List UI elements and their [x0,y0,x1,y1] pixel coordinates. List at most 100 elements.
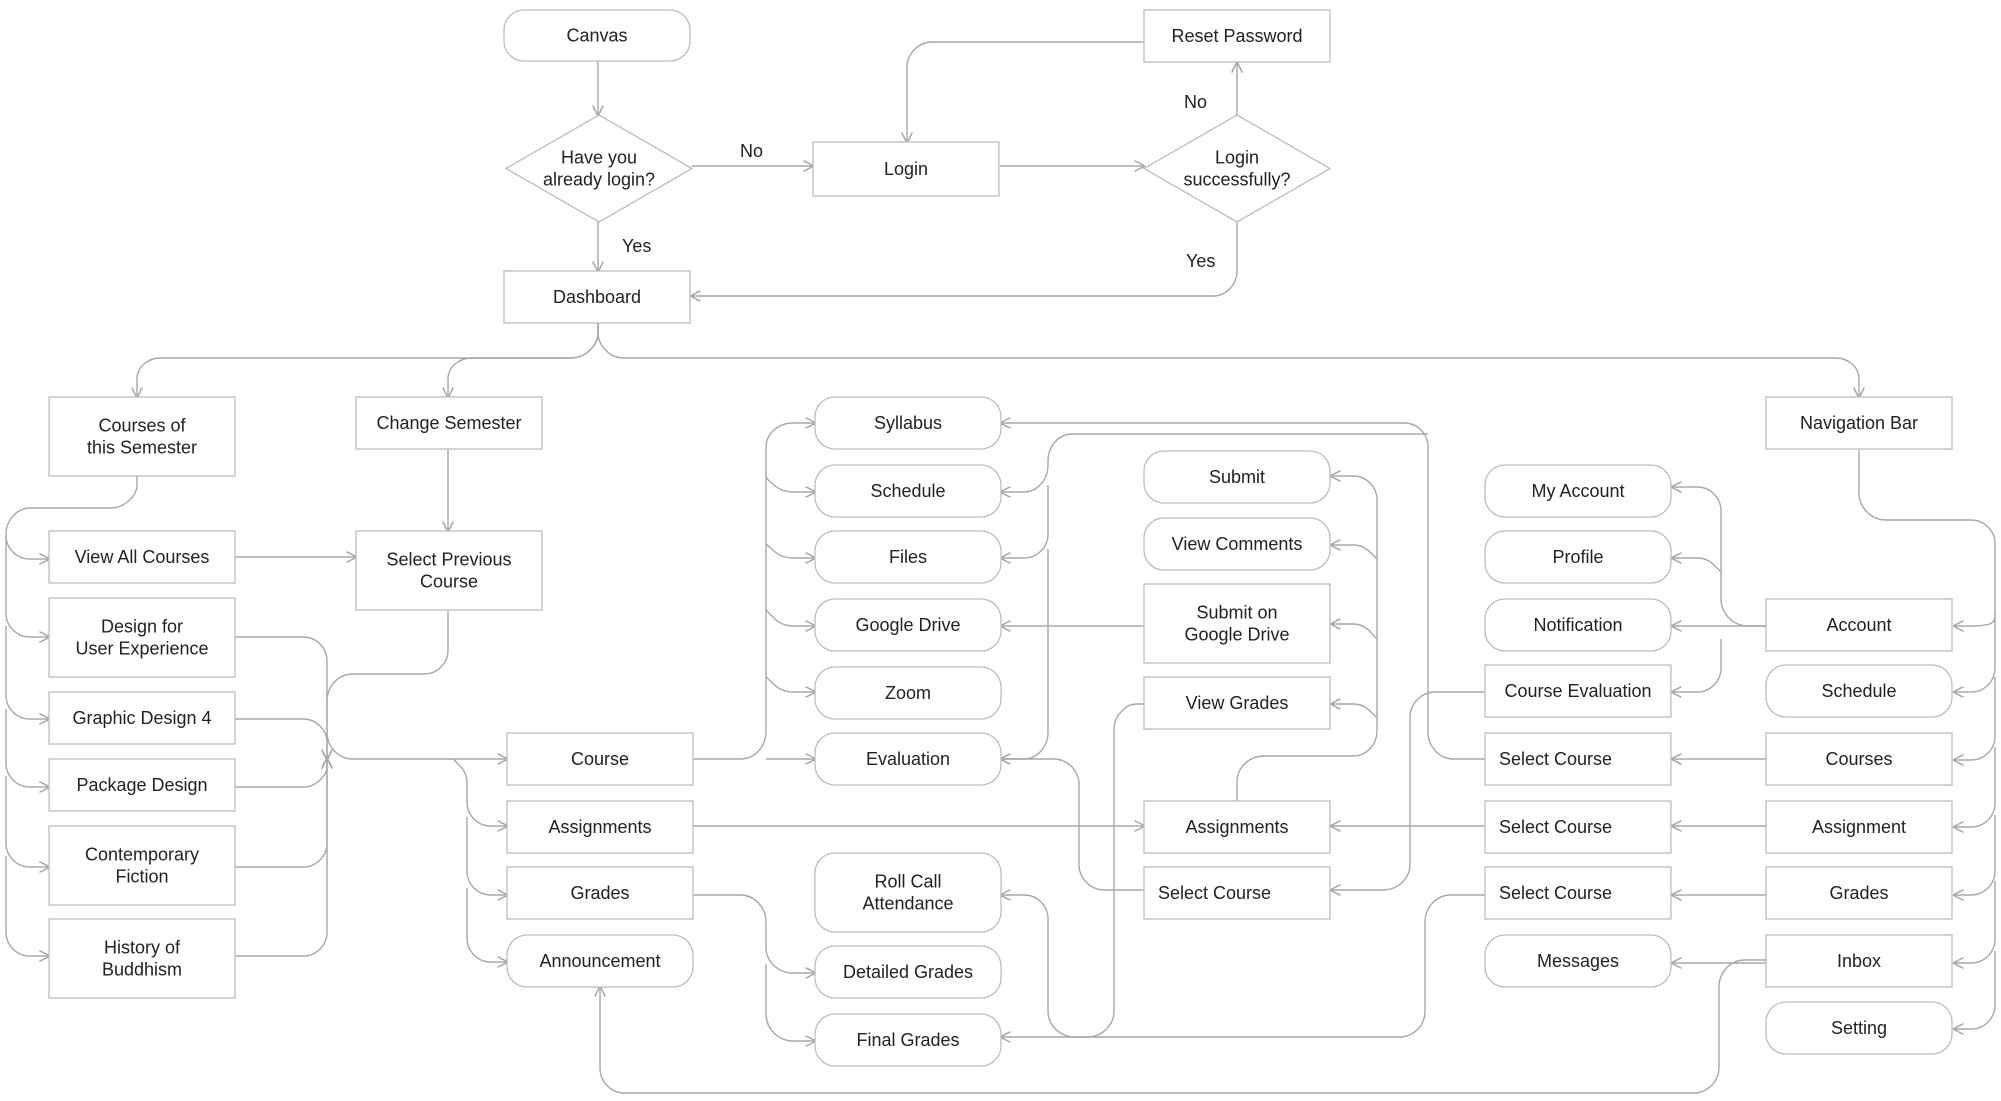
node-assignments: Assignments [506,800,694,854]
node-label: Notification [1533,615,1622,635]
node-label: Final Grades [856,1030,959,1050]
node-label: Grades [1829,883,1888,903]
node-label: Select Course [1499,883,1612,903]
node-dashboard: Dashboard [503,270,691,324]
node-course: Course [506,732,694,786]
edge-label-yes-dashboard: Yes [622,236,651,256]
connector-edge [235,759,327,788]
node-files: Files [814,530,1002,584]
node-label: Inbox [1837,951,1881,971]
node-box [48,918,236,999]
node-navigation-bar: Navigation Bar [1765,396,1953,450]
node-box [1484,732,1672,786]
node-label: Schedule [1821,681,1896,701]
node-label: Setting [1831,1018,1887,1038]
node-select-course-3: Select Course [1484,866,1672,920]
edge-label-no-reset: No [1184,92,1207,112]
connector-edge [600,959,1766,1094]
node-final-grades: Final Grades [814,1013,1002,1067]
connector-edge [1236,476,1378,801]
node-nav-schedule: Schedule [1765,664,1953,718]
node-label: Select Course [1158,883,1271,903]
node-label: Evaluation [866,749,950,769]
connector-edge [691,222,1238,296]
node-zoom: Zoom [814,666,1002,720]
node-label: Messages [1537,951,1619,971]
connector-edge [5,536,49,637]
node-login: Login [812,141,1000,197]
node-box [506,732,694,786]
edge-labels: No Yes No Yes [622,92,1215,271]
node-reset-password: Reset Password [1143,9,1331,63]
rounded-node-box [814,852,1002,933]
connector-edge [235,718,327,759]
rounded-node-box [1484,934,1672,988]
node-messages: Messages [1484,934,1672,988]
node-box [1484,664,1672,718]
rounded-node-box [814,530,1002,584]
rounded-node-box [814,945,1002,999]
node-box [1143,583,1331,664]
node-select-course-1: Select Course [1484,732,1672,786]
node-box [506,866,694,920]
node-nav-grades: Grades [1765,866,1953,920]
node-submit: Submit [1143,450,1331,504]
connector-edge [137,323,599,397]
rounded-node-box [503,9,691,62]
decision-diamond [504,114,694,223]
connector-edge [765,964,815,1041]
node-label: Assignments [548,817,651,837]
node-nav-courses: Courses [1765,732,1953,786]
rounded-node-box [814,396,1002,450]
edge-label-yes-success: Yes [1186,251,1215,271]
node-label: Change Semester [376,413,521,433]
node-label: Canvas [566,26,627,46]
rounded-node-box [1143,450,1331,504]
rounded-node-box [1765,1001,1953,1055]
color-bars-layer [226,598,1671,998]
connector-edge [1001,423,1485,760]
node-label: Graphic Design 4 [72,708,211,728]
rounded-node-box [1143,517,1331,571]
connector-edge [1954,747,1996,827]
connector-edge [5,709,49,787]
node-box [1765,598,1953,652]
rounded-node-box [1484,530,1672,584]
node-setting: Setting [1765,1001,1953,1055]
connector-edge [765,543,815,558]
connector-edge [765,472,815,492]
node-box [355,530,543,611]
connector-edge [597,323,1859,397]
node-label: Select Course [1499,749,1612,769]
node-label: Select Course [1499,817,1612,837]
node-box [48,597,236,678]
rounded-node-box [814,598,1002,652]
node-box [812,141,1000,197]
node-label: Syllabus [874,413,942,433]
connector-edge [1001,703,1144,1038]
node-label: Submit [1209,467,1265,487]
node-box [1143,9,1331,63]
rounded-node-box [814,666,1002,720]
node-label: Profile [1552,547,1603,567]
node-box [1765,866,1953,920]
rounded-node-box [814,464,1002,518]
node-box [48,825,236,906]
connector-edge [1672,558,1722,573]
connector-edge [1954,613,1996,692]
node-select-course-mid: Select Course [1143,866,1331,920]
node-box [1143,866,1331,920]
node-schedule: Schedule [814,464,1002,518]
connector-edge [1001,894,1485,1037]
node-box [1484,800,1672,854]
node-label: View All Courses [75,547,210,567]
